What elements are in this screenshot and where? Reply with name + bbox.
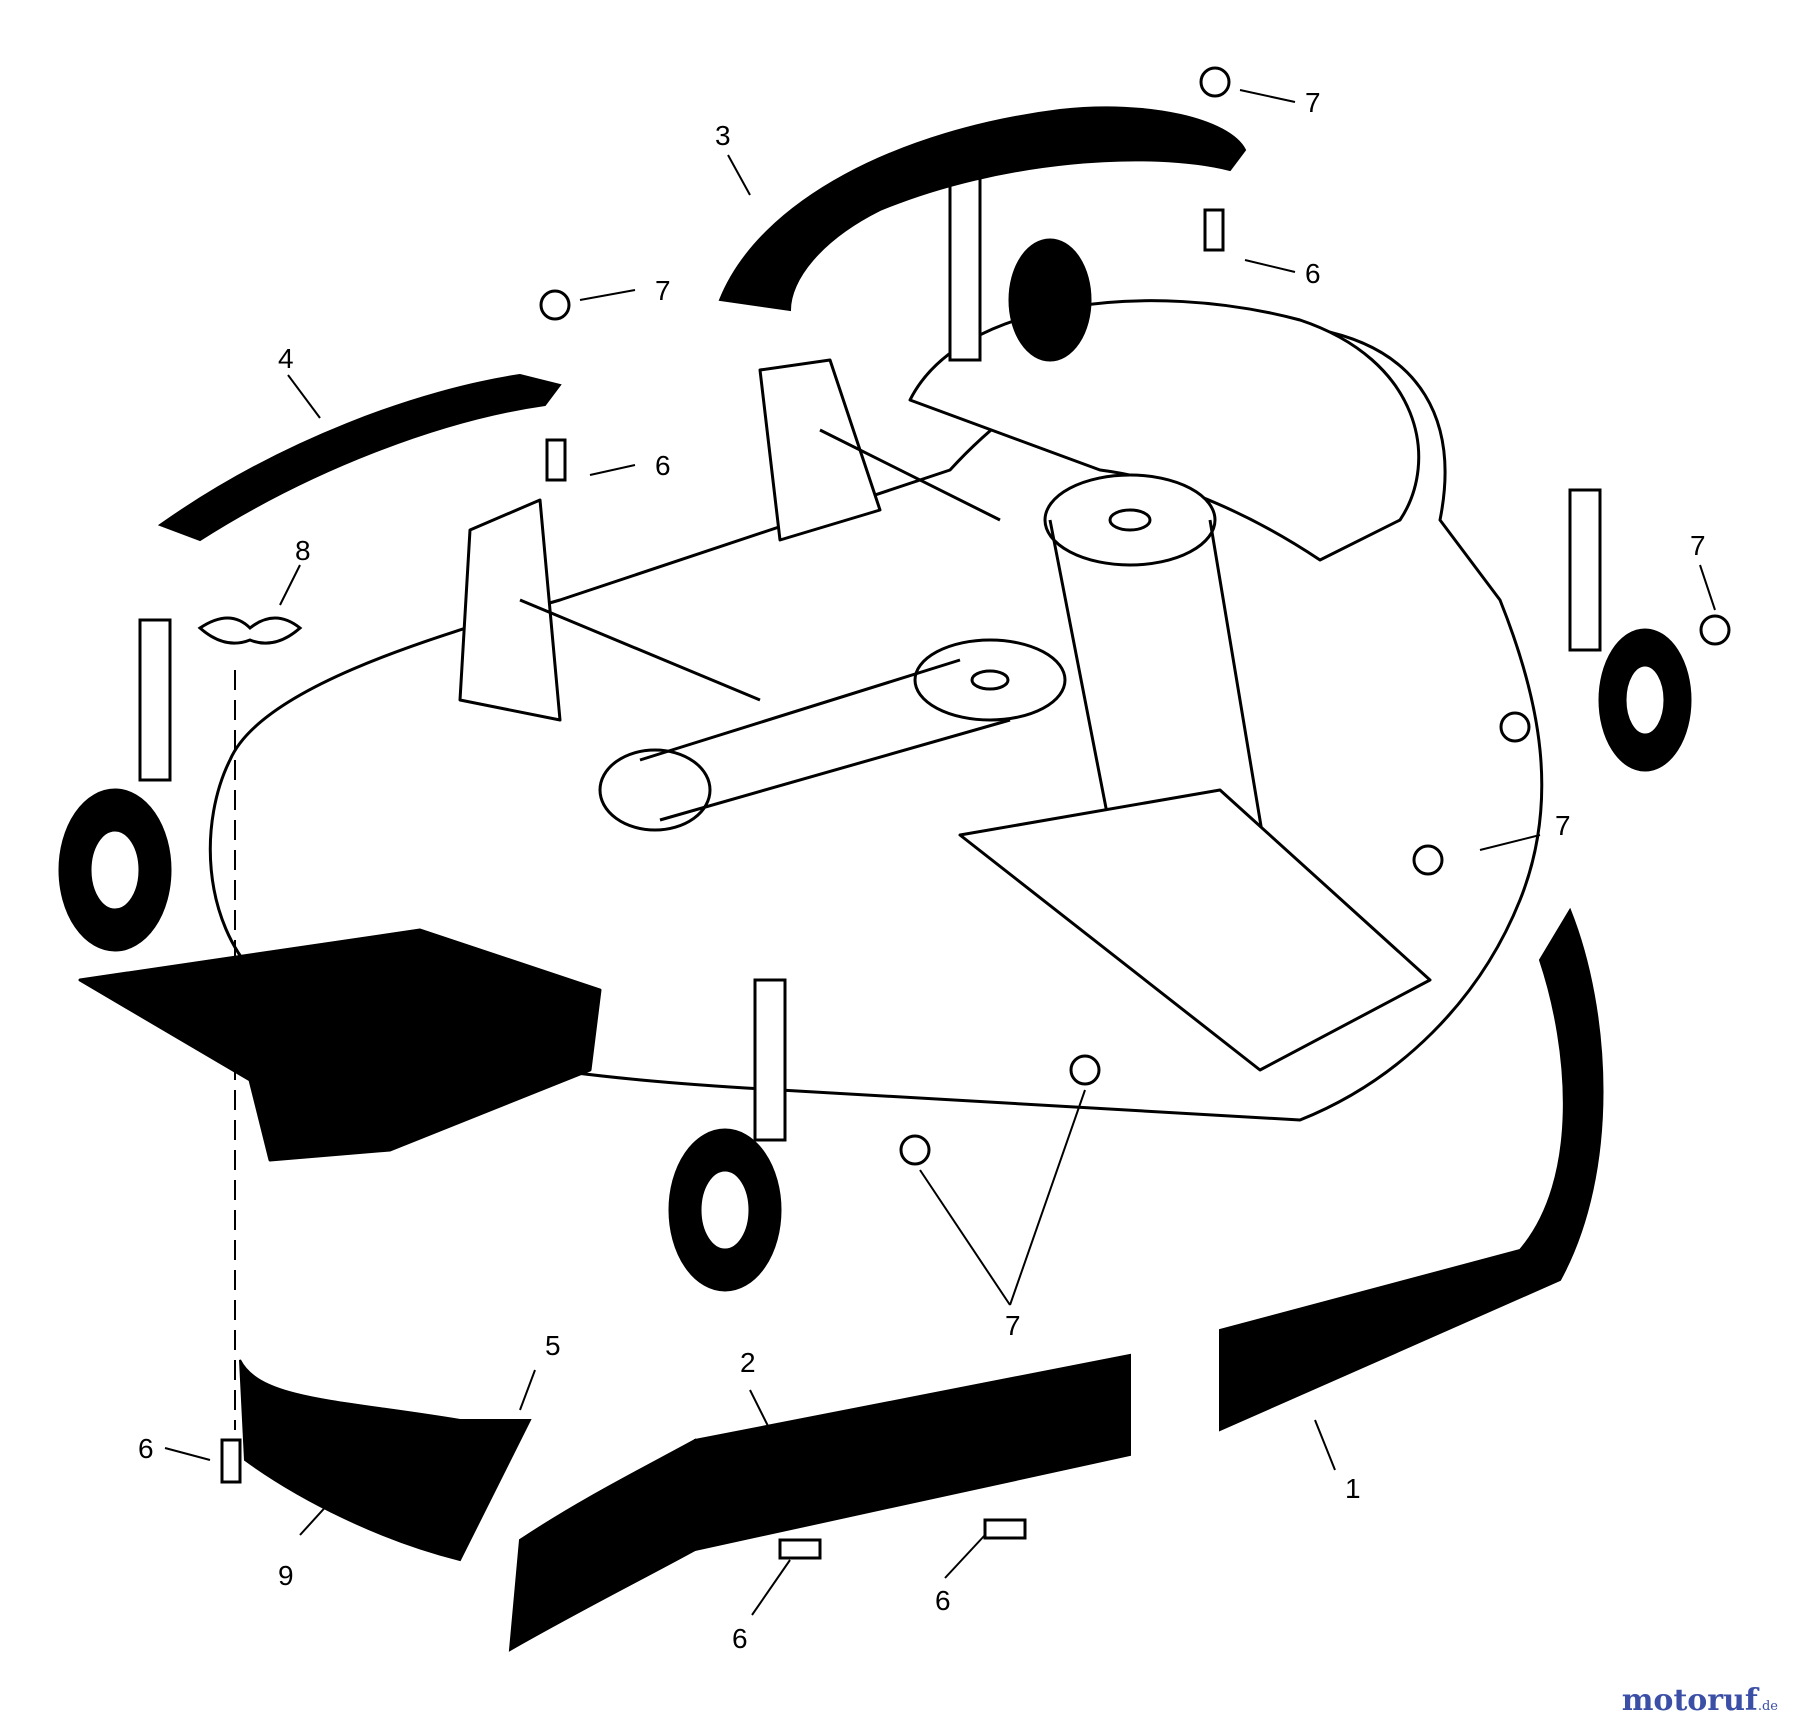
pulley-middle <box>913 638 1067 722</box>
discharge-chute <box>78 928 602 1162</box>
leader-line <box>727 154 751 196</box>
callout-4: 4 <box>278 343 294 374</box>
leader-line <box>1009 1089 1086 1306</box>
wing-nut-icon <box>197 616 303 645</box>
callout-7: 7 <box>655 275 671 306</box>
leader-line <box>164 1447 211 1461</box>
skirt-1 <box>1219 907 1604 1432</box>
callout-2: 2 <box>740 1347 756 1378</box>
leader-line <box>299 1479 351 1536</box>
leader-line <box>589 464 636 476</box>
nut-icon <box>1499 711 1531 743</box>
callout-6: 6 <box>138 1433 154 1464</box>
caster-wheel-front <box>668 978 787 1292</box>
baffle-3 <box>718 106 1247 312</box>
bolt-icon <box>1203 208 1225 252</box>
callout-3: 3 <box>715 120 731 151</box>
pivot-bracket-center <box>758 358 882 542</box>
caster-wheel-right <box>1568 488 1692 772</box>
callout-9: 9 <box>278 1560 294 1591</box>
leader-line <box>287 374 321 419</box>
callout-1: 1 <box>1345 1473 1361 1504</box>
leader-line <box>579 289 636 301</box>
leader-line <box>1699 564 1716 611</box>
nut-icon <box>539 289 571 321</box>
callout-6: 6 <box>935 1585 951 1616</box>
leader-line <box>751 1559 791 1616</box>
callout-8: 8 <box>295 535 311 566</box>
leader-line <box>944 1534 986 1579</box>
nut-icon <box>1699 614 1731 646</box>
baffle-4 <box>157 373 562 542</box>
watermark-logo: motoruf.de <box>1621 1683 1778 1718</box>
idler-pulley <box>598 748 712 832</box>
bolt-icon <box>778 1538 822 1560</box>
leader-line <box>1479 834 1541 851</box>
nut-icon <box>1199 66 1231 98</box>
pivot-bracket-left <box>458 498 562 722</box>
callout-6: 6 <box>732 1623 748 1654</box>
leader-line <box>749 1389 771 1431</box>
bolt-icon <box>545 438 567 482</box>
callout-6: 6 <box>1305 258 1321 289</box>
callout-6: 6 <box>655 450 671 481</box>
lift-arm <box>519 428 1001 702</box>
caster-wheel-left <box>58 618 172 952</box>
skirt-2 <box>694 1353 1131 1552</box>
bolt-icon <box>983 1518 1027 1540</box>
nut-icon <box>899 1134 931 1166</box>
callout-7: 7 <box>1005 1310 1021 1341</box>
callout-7: 7 <box>1555 810 1571 841</box>
leader-line <box>919 1169 1011 1306</box>
callout-7: 7 <box>1305 87 1321 118</box>
leader-line <box>1244 259 1296 273</box>
callout-7: 7 <box>1690 530 1706 561</box>
skirt-2-left <box>508 1438 696 1652</box>
nut-icon <box>1412 844 1444 876</box>
caster-wheel-rear <box>948 158 1092 362</box>
callout-5: 5 <box>545 1330 561 1361</box>
leader-line <box>1314 1419 1336 1471</box>
leader-line <box>519 1369 536 1411</box>
nut-icon <box>1069 1054 1101 1086</box>
pulley-upper <box>1043 473 1217 567</box>
baffle-5 <box>239 1359 532 1562</box>
leader-line <box>279 564 301 606</box>
leader-line <box>1239 89 1296 103</box>
bolt-icon <box>220 1438 242 1484</box>
deflector-plate <box>958 788 1432 1072</box>
